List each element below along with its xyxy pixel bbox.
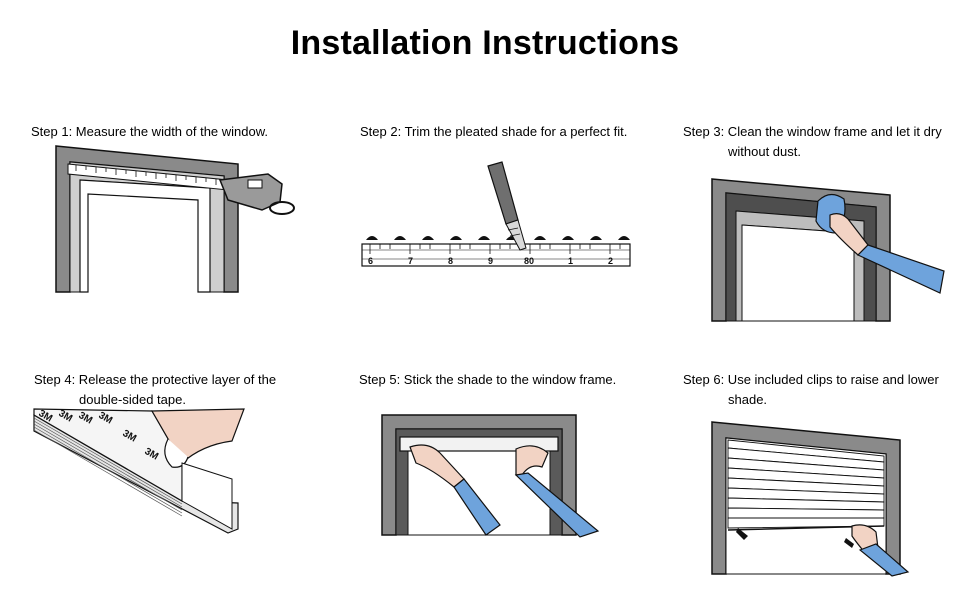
- step-3-text: Step 3: Clean the window frame and let i…: [683, 102, 942, 182]
- right-clip: [844, 538, 854, 548]
- step-6-text: Step 6: Use included clips to raise and …: [683, 350, 939, 430]
- step-2-line1: Step 2: Trim the pleated shade for a per…: [360, 124, 628, 139]
- step-4-tape-illustration: 3M 3M 3M 3M 3M 3M: [32, 408, 245, 534]
- ruler-number: 8: [448, 256, 453, 266]
- tape-measure-ticks: [75, 165, 217, 185]
- step-2-text: Step 2: Trim the pleated shade for a per…: [360, 102, 627, 142]
- pleat-lines: [33, 417, 183, 517]
- pleat-marks: [366, 236, 630, 240]
- ruler-number: 6: [368, 256, 373, 266]
- sleeve: [858, 543, 910, 577]
- window-pane: [741, 224, 855, 322]
- window-recess: [79, 179, 211, 293]
- step-1-measure-illustration: [55, 145, 295, 293]
- step-4-line2: double-sided tape.: [79, 392, 186, 407]
- ruler-numbers: 6 7 8 9 80 1 2: [368, 256, 613, 266]
- step-4-text: Step 4: Release the protective layer of …: [34, 350, 276, 430]
- step-1-line1: Step 1: Measure the width of the window.: [31, 124, 269, 139]
- tape-end: [181, 462, 233, 530]
- left-clip: [736, 528, 748, 540]
- ruler-number: 7: [408, 256, 413, 266]
- page-title: Installation Instructions: [290, 24, 680, 62]
- step-1-text: Step 1: Measure the width of the window.: [31, 102, 268, 142]
- step-6-line1: Step 6: Use included clips to raise and …: [683, 372, 939, 387]
- ruler-number: 80: [524, 256, 534, 266]
- step-6-clips-illustration: [711, 421, 910, 577]
- pleated-shade: [727, 439, 885, 529]
- step-5-text: Step 5: Stick the shade to the window fr…: [359, 350, 616, 390]
- left-sleeve: [453, 478, 501, 536]
- step-5-stick-illustration: [381, 414, 600, 538]
- step-3-line2: without dust.: [728, 144, 801, 159]
- peeled-liner: [164, 438, 189, 468]
- step-4-line1: Step 4: Release the protective layer of …: [34, 372, 277, 387]
- shade-edge: [361, 243, 631, 267]
- ruler-number: 2: [608, 256, 613, 266]
- sleeve: [856, 244, 945, 294]
- cutter-handle: [487, 161, 519, 225]
- step-5-line1: Step 5: Stick the shade to the window fr…: [359, 372, 617, 387]
- right-hand: [515, 445, 549, 476]
- ruler-number: 1: [568, 256, 573, 266]
- step-2-trim-illustration: 6 7 8 9 80 1 2: [361, 161, 631, 267]
- ruler-ticks: [369, 244, 621, 254]
- step-3-clean-illustration: [711, 178, 945, 322]
- ruler-number: 9: [488, 256, 493, 266]
- right-sleeve: [514, 472, 600, 538]
- step-3-line1: Step 3: Clean the window frame and let i…: [683, 124, 942, 139]
- tape-measure-clip: [269, 201, 295, 215]
- tape-measure-lock: [247, 179, 263, 189]
- step-6-line2: shade.: [728, 392, 768, 407]
